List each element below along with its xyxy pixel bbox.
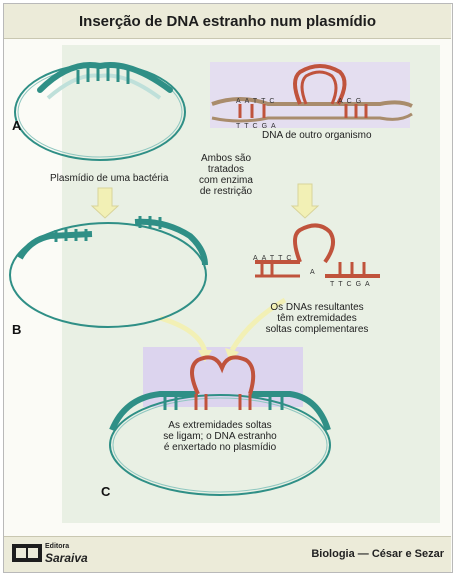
label-enzyme-line-1: Ambos são	[200, 153, 252, 164]
label-enzyme: Ambos são tratados com enzima de restriç…	[186, 153, 266, 197]
arrow-foreign-to-c-head	[225, 348, 239, 362]
base-letters-foreign-bottom: TTCGA	[236, 123, 280, 130]
base-letters-cut-bottom: TTCGA	[330, 281, 374, 288]
arrow-foreign-down	[290, 183, 320, 219]
label-sticky-line-3: soltas complementares	[265, 324, 369, 335]
foreign-dna-b	[255, 223, 380, 278]
label-sticky-ends: Os DNAs resultantes têm extremidades sol…	[262, 302, 372, 335]
label-joined-line-1: As extremidades soltas	[168, 420, 272, 431]
arrow-b-to-c	[159, 315, 208, 353]
footer-bar	[4, 536, 451, 572]
base-letters-cut-top: AATTC	[253, 255, 295, 262]
base-letter-cut-mid: A	[310, 269, 315, 276]
label-sticky-line-1: Os DNAs resultantes	[270, 302, 364, 313]
label-foreign-dna: DNA de outro organismo	[262, 130, 372, 141]
title-bar: Inserção de DNA estranho num plasmídio	[4, 4, 451, 39]
plasmid-a	[14, 62, 186, 161]
arrow-a-to-b	[90, 187, 120, 219]
base-letters-foreign-top: AATTC	[236, 98, 278, 105]
arrow-foreign-to-c	[229, 297, 287, 352]
label-enzyme-line-3: com enzima	[199, 175, 253, 186]
publisher-name: Saraiva	[45, 551, 88, 565]
label-plasmid: Plasmídio de uma bactéria	[50, 173, 169, 184]
base-letters-foreign-right: ACG	[338, 98, 365, 105]
label-joined-line-3: é enxertado no plasmídio	[163, 442, 277, 453]
label-sticky-line-2: têm extremidades	[277, 313, 357, 324]
publisher-small-text: Editora	[45, 543, 70, 550]
credit-text: Biologia — César e Sezar	[311, 548, 444, 560]
label-joined: As extremidades soltas se ligam; o DNA e…	[155, 420, 285, 453]
publisher-logo-icon	[12, 544, 42, 562]
letter-c: C	[101, 484, 111, 499]
figure-title: Inserção de DNA estranho num plasmídio	[78, 12, 376, 30]
label-joined-line-2: se ligam; o DNA estranho	[163, 431, 277, 442]
plasmid-c	[109, 355, 331, 496]
plasmid-b	[9, 216, 208, 328]
letter-a: A	[12, 118, 22, 133]
label-enzyme-line-4: de restrição	[199, 186, 253, 197]
label-enzyme-line-2: tratados	[207, 164, 245, 175]
foreign-dna-a	[211, 64, 413, 123]
letter-b: B	[12, 322, 22, 337]
